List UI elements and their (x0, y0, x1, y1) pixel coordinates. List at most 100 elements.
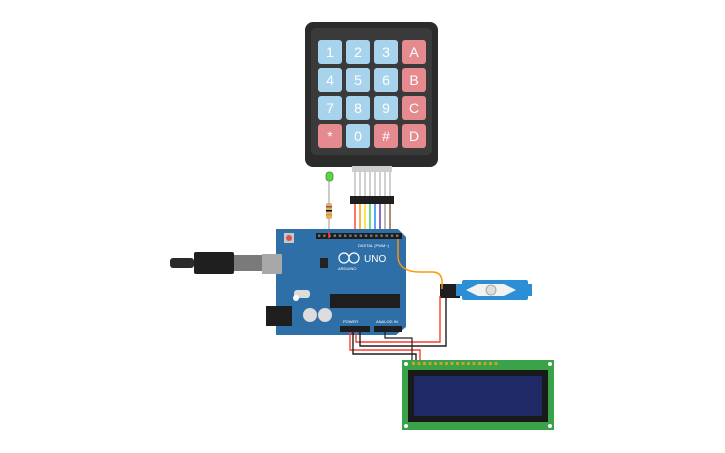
key-label: 4 (326, 72, 334, 88)
key-label: A (409, 44, 419, 60)
header-pin (380, 234, 383, 237)
wire-servo-ground (359, 298, 447, 347)
resistor[interactable] (326, 195, 332, 232)
wire-servo-signal (397, 239, 443, 289)
key-cap (374, 124, 398, 148)
usb-plug-grip (194, 252, 234, 274)
keypad-key-C[interactable]: C (402, 96, 426, 120)
capacitor (303, 308, 317, 322)
resistor-band (326, 206, 332, 208)
arduino-board[interactable]: DIGITAL (PWM~) UNO ARDUINO POWER ANALOG … (262, 229, 406, 335)
led[interactable] (325, 171, 334, 195)
wire-lcd-power (349, 332, 421, 360)
key-cap (402, 96, 426, 120)
header-pin (396, 234, 399, 237)
keypad-key-1[interactable]: 1 (318, 40, 342, 64)
header-pin (344, 234, 347, 237)
keypad-keys: 1 2 3 A 4 5 6 B 7 8 9 C * 0 # D (318, 40, 426, 148)
lcd-pin (439, 362, 443, 365)
keypad[interactable]: 1 2 3 A 4 5 6 B 7 8 9 C * 0 # D (305, 22, 438, 236)
key-cap (402, 40, 426, 64)
header-pin (390, 234, 394, 237)
key-cap (346, 68, 370, 92)
keypad-key-D[interactable]: D (402, 124, 426, 148)
key-label: 3 (382, 44, 390, 60)
key-label: B (409, 72, 418, 88)
key-label: # (382, 128, 390, 144)
lcd-pin (483, 362, 487, 365)
header-pin (333, 234, 336, 237)
servo-connector (440, 284, 460, 298)
key-label: 6 (382, 72, 390, 88)
keypad-key-8[interactable]: 8 (346, 96, 370, 120)
resistor-band (326, 214, 332, 216)
keypad-key-7[interactable]: 7 (318, 96, 342, 120)
lcd-pins (412, 362, 498, 365)
lcd-display[interactable] (402, 360, 554, 430)
usb-cable[interactable] (170, 252, 262, 274)
key-label: D (409, 128, 419, 144)
power-jack (266, 306, 292, 326)
keypad-key-A[interactable]: A (402, 40, 426, 64)
header-pin (364, 234, 368, 237)
lcd-pin (417, 362, 421, 365)
lcd-pin (461, 362, 465, 365)
key-cap (374, 96, 398, 120)
keypad-key-9[interactable]: 9 (374, 96, 398, 120)
lcd-hole (548, 424, 552, 428)
key-cap (346, 96, 370, 120)
keypad-key-3[interactable]: 3 (374, 40, 398, 64)
key-cap (346, 124, 370, 148)
header-pin (354, 234, 357, 237)
servo-horn-center (485, 284, 497, 296)
keypad-key-4[interactable]: 4 (318, 68, 342, 92)
key-label: C (409, 100, 419, 116)
power-label: POWER (343, 319, 358, 324)
lcd-pin (467, 362, 470, 365)
usb-cable-end (170, 258, 194, 268)
analog-label: ANALOG IN (376, 319, 398, 324)
wires (328, 232, 447, 360)
key-label: 9 (382, 100, 390, 116)
lcd-screen (414, 376, 542, 416)
servo[interactable] (440, 280, 532, 300)
key-label: 8 (354, 100, 362, 116)
servo-tab (526, 284, 532, 296)
keypad-key-2[interactable]: 2 (346, 40, 370, 64)
key-cap (346, 40, 370, 64)
lcd-hole (404, 424, 408, 428)
arduino-logo-right (348, 252, 360, 264)
lcd-pin (434, 362, 437, 365)
keypad-key-5[interactable]: 5 (346, 68, 370, 92)
key-label: 2 (354, 44, 362, 60)
lcd-pin (423, 362, 426, 365)
usb-plug-metal (234, 255, 262, 271)
header-pin (338, 234, 342, 237)
keypad-key-*[interactable]: * (318, 124, 342, 148)
keypad-header (350, 196, 394, 204)
lcd-pin (494, 362, 498, 365)
header-pin (323, 234, 326, 237)
header-pin (359, 234, 362, 237)
lcd-pin (428, 362, 432, 365)
reset-button-cap (286, 235, 292, 241)
key-label: 1 (326, 44, 334, 60)
servo-tab (456, 284, 464, 296)
key-cap (402, 68, 426, 92)
keypad-key-#[interactable]: # (374, 124, 398, 148)
lcd-hole (404, 362, 408, 366)
wire-lcd-ground (352, 332, 417, 360)
key-cap (374, 68, 398, 92)
key-label: 7 (326, 100, 334, 116)
mounting-hole (293, 295, 299, 301)
key-label: 0 (354, 128, 362, 144)
digital-label: DIGITAL (PWM~) (358, 243, 390, 248)
keypad-key-B[interactable]: B (402, 68, 426, 92)
key-cap (402, 124, 426, 148)
smd-chip (320, 258, 328, 268)
keypad-key-6[interactable]: 6 (374, 68, 398, 92)
keypad-key-0[interactable]: 0 (346, 124, 370, 148)
key-label: 5 (354, 72, 362, 88)
key-cap (318, 124, 342, 148)
